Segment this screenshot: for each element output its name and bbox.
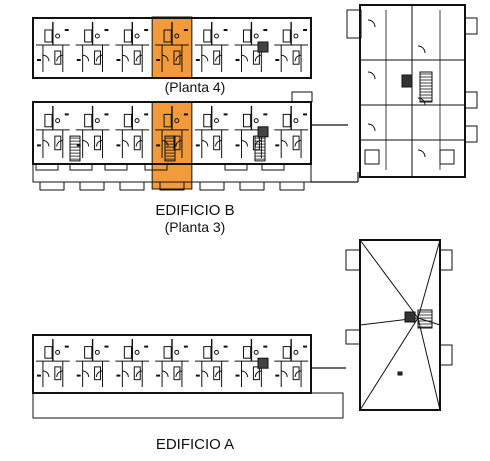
roof-ridge <box>417 317 441 411</box>
roof-vent <box>397 371 403 376</box>
roof-ridge <box>417 239 441 319</box>
tower-a-roof <box>359 239 441 411</box>
tower-a-bay <box>345 329 361 345</box>
podium-edificio-a <box>32 392 344 419</box>
apartment-unit <box>274 22 308 72</box>
strip-planta-3 <box>32 101 312 190</box>
door-swing <box>417 97 426 106</box>
apartment-unit <box>75 339 110 387</box>
roof-ridge <box>359 317 419 411</box>
tower-b-bay <box>464 125 478 143</box>
service-shaft <box>257 41 269 53</box>
balcony-lower <box>119 181 145 191</box>
door-swing <box>367 123 376 132</box>
apartment-unit <box>274 106 308 158</box>
balcony-lower <box>279 181 305 191</box>
service-shaft <box>257 357 269 369</box>
tower-b-room <box>439 149 455 165</box>
apartment-unit <box>155 106 189 158</box>
door-swing <box>417 149 426 158</box>
tower-b-side-bay <box>346 9 362 39</box>
balcony-lower <box>79 181 105 191</box>
apartment-unit <box>115 22 150 72</box>
apartment-unit <box>274 339 308 387</box>
tower-a-lift <box>404 311 416 323</box>
door-swing <box>417 45 426 54</box>
apartment-unit <box>115 339 150 387</box>
roof-ridge <box>417 317 441 326</box>
tower-a-stair <box>417 309 433 329</box>
strip-edificio-a <box>32 334 312 394</box>
apartment-unit <box>36 22 70 72</box>
stair-core <box>69 135 81 162</box>
apartment-unit <box>155 22 189 72</box>
tower-b-stair <box>419 71 433 103</box>
building-a-tower <box>345 239 453 411</box>
tower-a-bay <box>439 249 453 271</box>
building-b-tower <box>346 4 478 178</box>
apartment-unit <box>194 339 229 387</box>
notch <box>291 91 313 103</box>
apartment-strips <box>32 16 359 419</box>
tower-a-bay <box>439 344 453 366</box>
apartment-unit <box>115 106 150 158</box>
stair-core <box>164 135 176 162</box>
apartment-unit <box>36 339 70 387</box>
apartment-unit <box>36 106 70 158</box>
strip-planta-4 <box>32 16 312 79</box>
apartment-unit <box>75 106 110 158</box>
balcony-lower <box>199 181 225 191</box>
label-edificio-b: EDIFICIO B <box>155 202 235 219</box>
label-edificio-a: EDIFICIO A <box>155 436 235 453</box>
apartment-unit <box>194 22 229 72</box>
apartment-unit <box>155 339 189 387</box>
service-shaft <box>257 126 269 138</box>
label-planta-4: (Planta 4) <box>164 79 226 95</box>
tower-b-lift <box>401 74 413 88</box>
balcony-lower <box>239 181 265 191</box>
tower-b-bay <box>464 17 478 35</box>
tower-b-bay <box>464 91 478 109</box>
apartment-unit <box>194 106 229 158</box>
apartment-unit <box>75 22 110 72</box>
door-swing <box>367 71 376 80</box>
door-swing <box>367 19 376 28</box>
balcony-lower <box>39 181 65 191</box>
stair-core <box>254 135 266 162</box>
label-planta-3: (Planta 3) <box>164 219 226 235</box>
balcony-lower <box>159 181 185 191</box>
roof-ridge <box>359 239 419 319</box>
tower-a-bay <box>345 249 361 271</box>
strip-outline <box>32 17 312 79</box>
tower-b-room <box>364 149 380 165</box>
